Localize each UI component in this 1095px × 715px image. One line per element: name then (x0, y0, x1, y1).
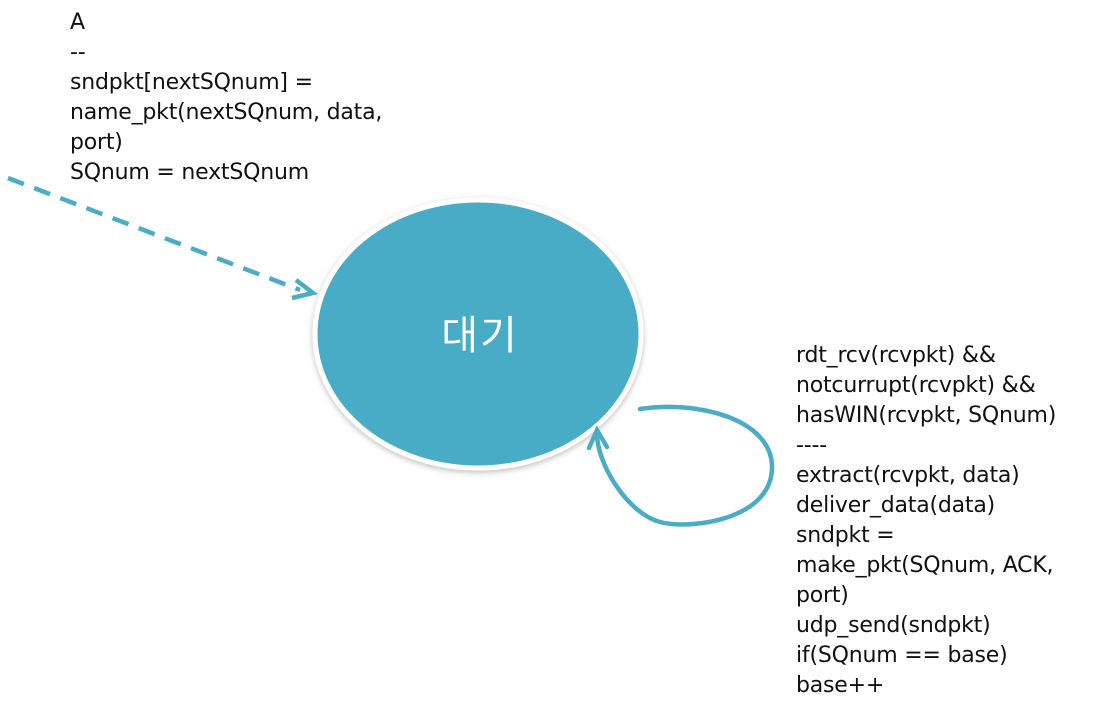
initial-transition-label: A -- sndpkt[nextSQnum] = name_pkt(nextSQ… (70, 8, 382, 188)
self-loop-transition-line: notcurrupt(rcvpkt) && (796, 373, 1036, 398)
state-node-waiting (312, 197, 644, 471)
self-loop-transition-line: base++ (796, 673, 885, 698)
initial-transition-line: SQnum = nextSQnum (70, 160, 309, 185)
initial-transition-line: -- (70, 40, 86, 65)
initial-arrow-shaft (7, 175, 301, 293)
initial-transition-line: sndpkt[nextSQnum] = (70, 70, 313, 95)
self-loop-transition-line: hasWIN(rcvpkt, SQnum) (796, 403, 1057, 428)
self-loop-transition-line: make_pkt(SQnum, ACK, (796, 553, 1054, 578)
self-loop-transition-line: deliver_data(data) (796, 493, 995, 518)
self-loop-transition-line: if(SQnum == base) (796, 643, 1008, 668)
self-loop-transition-line: extract(rcvpkt, data) (796, 463, 1020, 488)
self-loop-transition-label: rdt_rcv(rcvpkt) && notcurrupt(rcvpkt) &&… (796, 341, 1056, 701)
self-loop-transition-line: sndpkt = (796, 523, 895, 548)
self-loop-transition-line: udp_send(sndpkt) (796, 613, 991, 638)
self-loop-transition-line: rdt_rcv(rcvpkt) && (796, 343, 996, 368)
state-label: 대기 (441, 313, 519, 359)
initial-transition-line: A (70, 10, 85, 35)
self-loop-transition-arrow (586, 404, 775, 527)
initial-transition-arrow (7, 175, 319, 301)
initial-transition-line: name_pkt(nextSQnum, data, (70, 100, 383, 125)
self-loop-path (594, 404, 775, 527)
self-loop-transition-line: port) (796, 583, 849, 608)
self-loop-transition-line: ---- (796, 433, 827, 458)
initial-arrow-head (291, 278, 319, 301)
initial-transition-line: port) (70, 130, 123, 155)
self-loop-arrow-head (586, 425, 610, 451)
